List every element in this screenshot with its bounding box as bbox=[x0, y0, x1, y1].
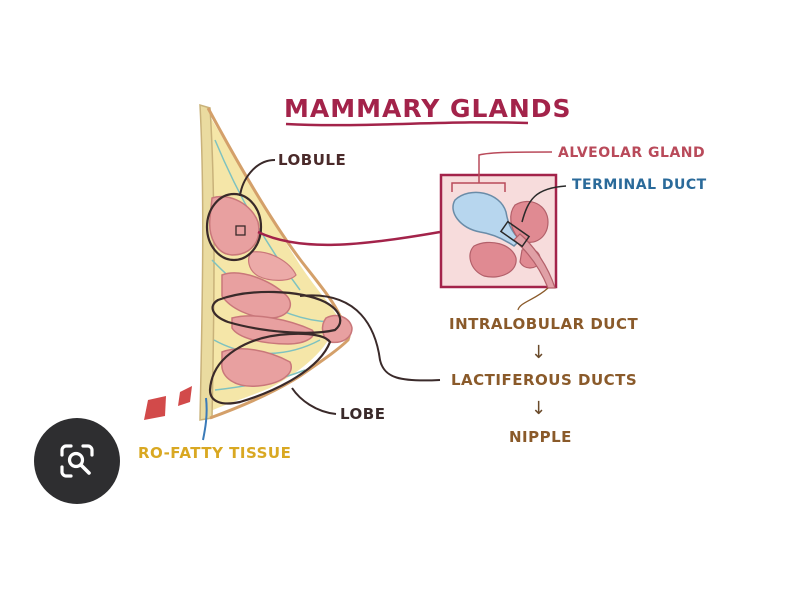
lobe-leader-line bbox=[299, 294, 441, 382]
terminal-duct-box bbox=[499, 220, 531, 248]
diagram-title: MAMMARY GLANDS bbox=[284, 94, 572, 123]
flow-arrow-2: ↓ bbox=[531, 398, 547, 419]
lobule-leader-line bbox=[239, 159, 276, 197]
fibro-fatty-tissue-label: RO-FATTY TISSUE bbox=[138, 444, 292, 462]
gland-lobe-d bbox=[221, 348, 292, 387]
lobule-tissue bbox=[208, 195, 260, 256]
nipple-label: NIPPLE bbox=[509, 428, 572, 446]
alveolar-leader-line bbox=[478, 151, 553, 183]
panel-lobule-b bbox=[469, 241, 517, 278]
terminal-leader-line bbox=[521, 185, 567, 223]
lobe-label-leader bbox=[291, 387, 337, 415]
lobule-label: LOBULE bbox=[278, 151, 347, 169]
lobe-outline-lower bbox=[208, 332, 332, 405]
lobule-outline bbox=[205, 192, 263, 262]
alveolar-gland-label: ALVEOLAR GLAND bbox=[558, 145, 706, 161]
gland-lobe-b bbox=[248, 251, 297, 281]
lobule-detail-marker bbox=[235, 225, 246, 236]
tissue-cut-b bbox=[178, 386, 192, 406]
lactiferous-ducts-label: LACTIFEROUS DUCTS bbox=[451, 371, 638, 389]
terminal-duct-label: TERMINAL DUCT bbox=[572, 177, 707, 193]
intralobular-leader-line bbox=[517, 287, 549, 311]
chest-wall bbox=[199, 103, 215, 421]
lobe-label: LOBE bbox=[340, 405, 386, 423]
zoom-connector-line bbox=[257, 230, 441, 247]
lobe-outline-upper bbox=[211, 290, 342, 334]
lens-search-button[interactable] bbox=[34, 418, 120, 504]
flow-arrow-1: ↓ bbox=[531, 342, 547, 363]
title-underline bbox=[285, 121, 529, 127]
gland-lobe-a bbox=[221, 272, 291, 319]
fibro-leader-line bbox=[202, 397, 208, 441]
lens-search-icon bbox=[60, 444, 94, 478]
tissue-cut-a bbox=[144, 396, 166, 420]
panel-lobule-a bbox=[510, 200, 549, 243]
intralobular-duct-label: INTRALOBULAR DUCT bbox=[449, 315, 639, 333]
intralobular-duct-shape bbox=[513, 233, 556, 289]
